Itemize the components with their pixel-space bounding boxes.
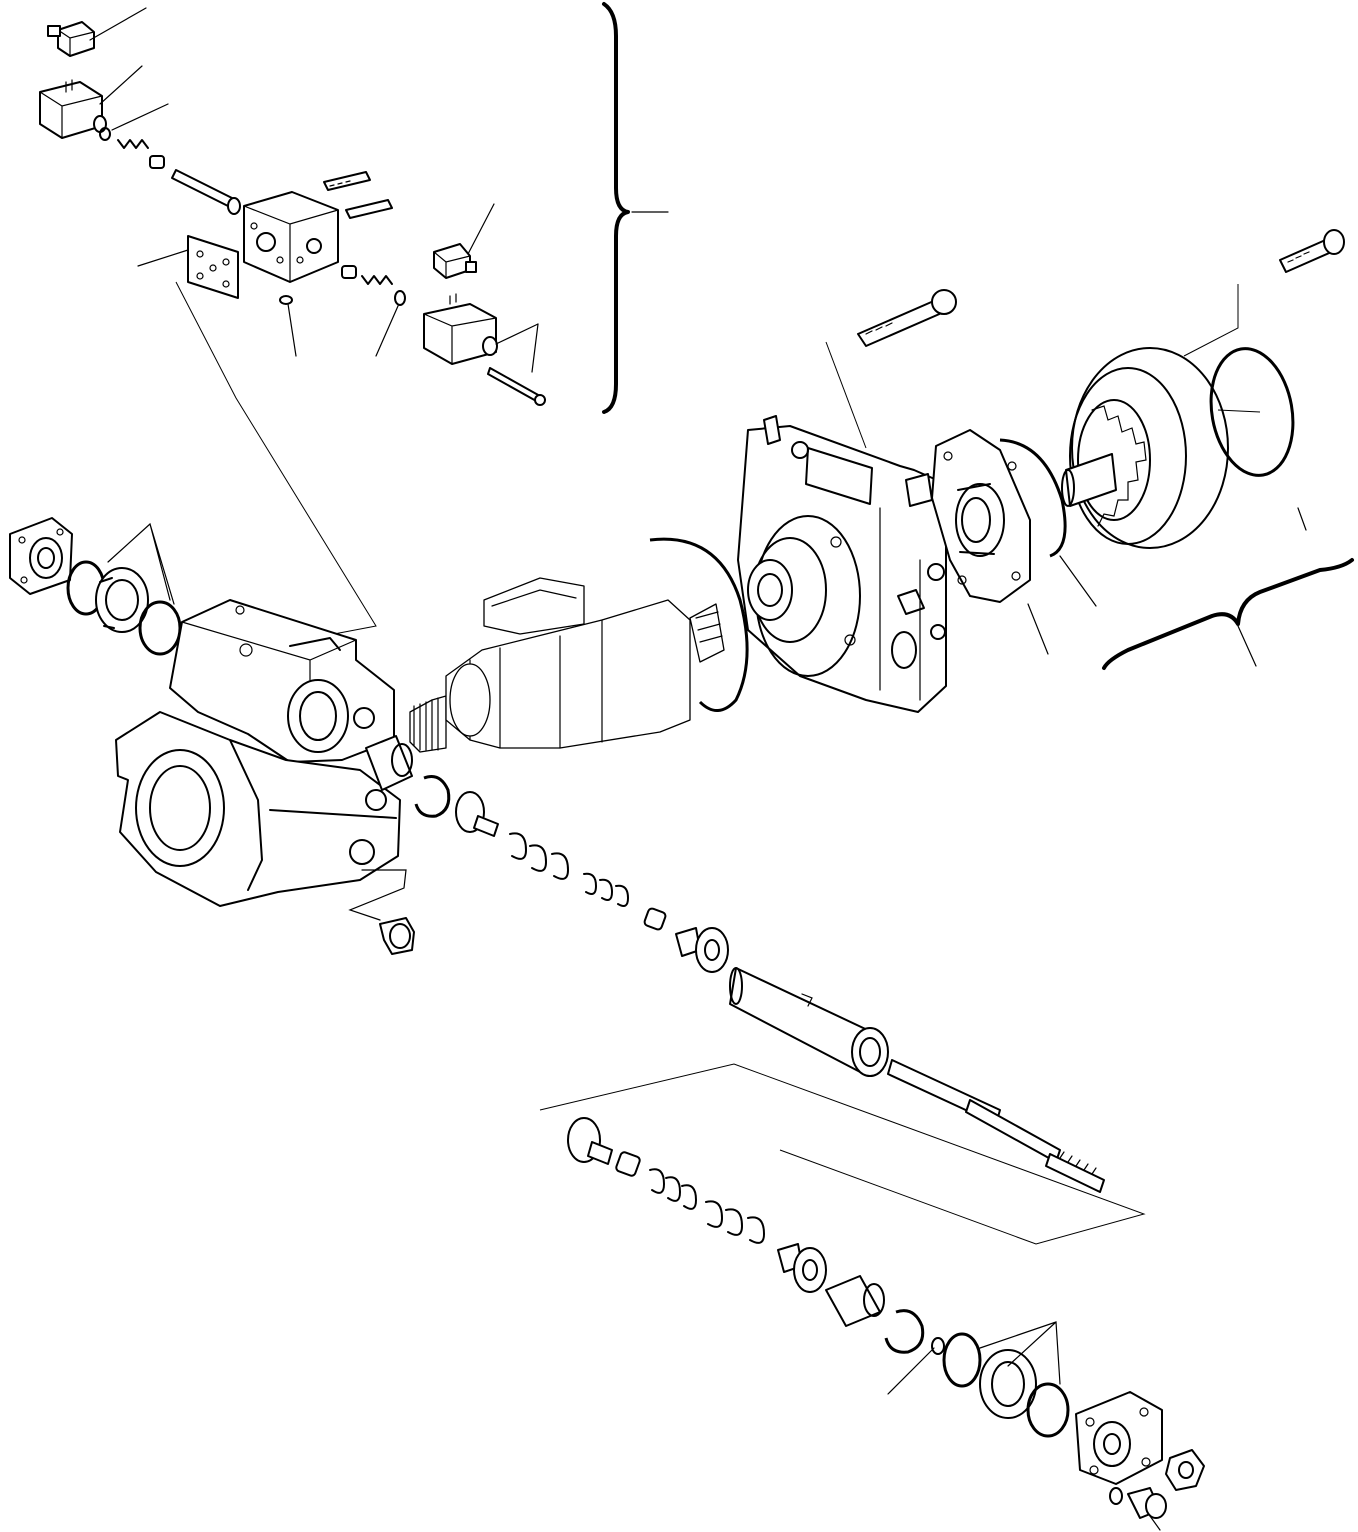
cartridge-parts-upper	[366, 736, 1104, 1192]
nut-right	[1166, 1450, 1204, 1490]
o-ring-lower-1	[944, 1334, 980, 1386]
mounting-flange	[932, 430, 1030, 602]
valve-spool	[172, 170, 232, 206]
group-brace-top	[604, 4, 628, 412]
snap-ring-1	[416, 777, 449, 817]
poppet-2	[778, 1244, 826, 1292]
o-ring-body	[280, 296, 292, 304]
spring-coils-4	[706, 1201, 764, 1243]
solenoid-upper	[40, 80, 106, 138]
o-ring-left-2	[140, 602, 180, 654]
leader-lines-right	[1028, 508, 1306, 666]
valve-seat-1	[456, 792, 498, 836]
cartridge-parts-lower	[568, 1118, 1204, 1530]
leader-o-ring-small	[888, 1348, 934, 1394]
o-ring-small-2	[932, 1338, 944, 1354]
end-cover-left	[10, 518, 72, 594]
control-valve-assembly	[40, 4, 668, 412]
solenoid-lower	[424, 294, 497, 364]
connector-plug-top	[48, 22, 94, 56]
coupling-hub	[1062, 348, 1228, 548]
o-ring-flange	[1000, 440, 1065, 556]
valve-seat-2	[568, 1118, 612, 1164]
alignment-line-bolt	[826, 342, 866, 448]
spring-small	[118, 140, 148, 148]
leader-bearing-left	[108, 524, 174, 604]
bolt-top-right	[1280, 230, 1344, 272]
poppet-1	[676, 928, 728, 972]
leader-lines-top	[90, 8, 538, 372]
group-brace-right	[1104, 560, 1352, 668]
alignment-line-hub	[1184, 284, 1238, 356]
o-ring-lower-2	[1028, 1384, 1068, 1436]
valve-body-block	[244, 192, 338, 282]
spring-seat	[150, 156, 164, 168]
valve-bolts	[324, 172, 392, 218]
rotating-group	[410, 578, 724, 752]
plug-screw	[380, 918, 414, 954]
bearing-right	[980, 1350, 1036, 1418]
gasket-plate	[188, 236, 238, 298]
spring-coils-1	[510, 833, 568, 879]
snap-ring-2	[886, 1311, 923, 1353]
pump-housing	[10, 518, 400, 906]
connector-plug-mid	[434, 244, 476, 278]
solenoid-screw	[488, 368, 540, 402]
bearing-left	[96, 568, 148, 632]
cap-screw-bottom	[1110, 1488, 1166, 1518]
o-ring-small	[100, 128, 110, 140]
sleeve-tube	[730, 968, 888, 1076]
end-cover-right	[1076, 1392, 1162, 1484]
o-ring-centre	[650, 539, 747, 710]
alignment-line-valve	[176, 282, 376, 650]
spring-coils-3	[650, 1169, 696, 1209]
alignment-box-lower	[540, 1064, 1144, 1244]
leader-plug	[350, 870, 406, 920]
o-ring-right	[1201, 342, 1302, 482]
leader-bearing-right	[980, 1322, 1060, 1384]
spring-coils-2	[584, 874, 628, 906]
front-housing	[738, 416, 946, 712]
piston-rod	[888, 1060, 1104, 1192]
long-bolt-top	[858, 290, 956, 346]
